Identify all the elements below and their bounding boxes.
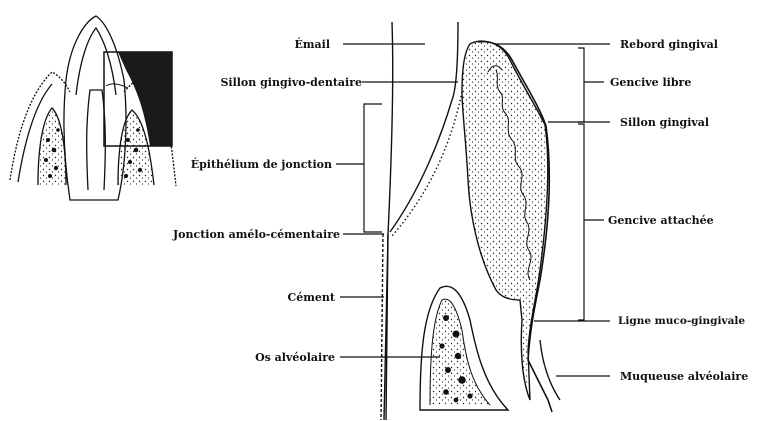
label-muqueuse-alveolaire: Muqueuse alvéolaire bbox=[620, 370, 749, 383]
label-jonction-amelo-cementaire: Jonction amélo-cémentaire bbox=[172, 228, 340, 241]
label-email: Émail bbox=[294, 38, 330, 51]
enlarged-section bbox=[336, 21, 610, 421]
label-os-alveolaire: Os alvéolaire bbox=[255, 351, 335, 364]
tooth-overview bbox=[9, 15, 177, 201]
label-gencive-libre: Gencive libre bbox=[610, 76, 692, 89]
label-epithelium-de-jonction: Épithélium de jonction bbox=[190, 158, 332, 171]
label-sillon-gingivo-dentaire: Sillon gingivo-dentaire bbox=[220, 76, 362, 89]
label-cement: Cément bbox=[287, 291, 335, 304]
label-gencive-attachee: Gencive attachée bbox=[608, 214, 714, 227]
label-ligne-muco-gingivale: Ligne muco-gingivale bbox=[618, 315, 746, 327]
label-sillon-gingival: Sillon gingival bbox=[620, 116, 710, 129]
label-rebord-gingival: Rebord gingival bbox=[620, 38, 718, 51]
